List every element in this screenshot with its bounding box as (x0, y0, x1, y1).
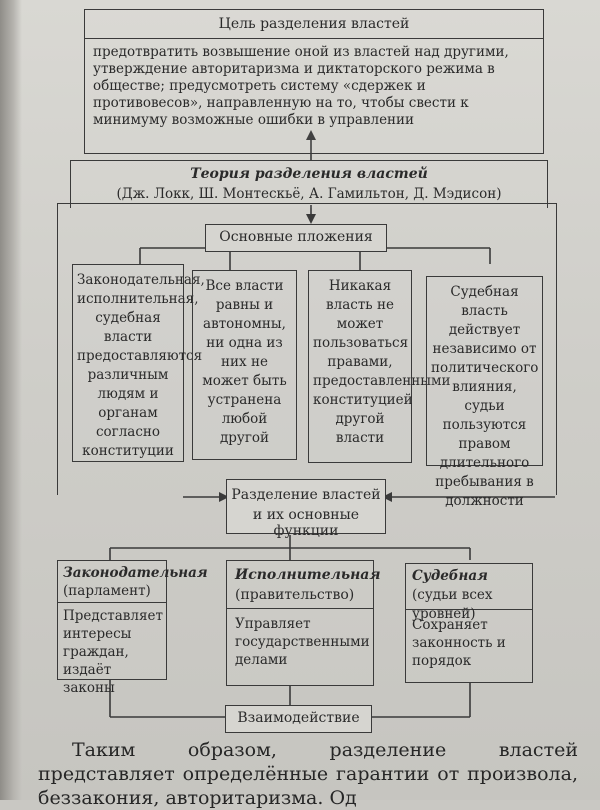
principles-header-box: Основные пложения (205, 224, 387, 252)
arrow-to-principles (306, 214, 316, 224)
theory-title: Теория разделения властей (190, 166, 428, 182)
branch-legislative-name: Законодательная (63, 565, 208, 581)
arrow-left-functions (219, 492, 229, 502)
interaction-label: Взаимодействие (237, 710, 360, 726)
theory-authors: (Дж. Локк, Ш. Монтескьё, А. Гамильтон, Д… (116, 186, 502, 202)
branch-executive-desc: Управляет государственными делами (235, 616, 370, 668)
principles-frame (57, 203, 557, 495)
branch-executive-name: Исполнительная (235, 567, 381, 583)
branch-judicial-sub: (судьи всех уровней) (412, 587, 493, 622)
goal-title: Цель разделения властей (85, 10, 543, 39)
footer-paragraph: Таким образом, разделение властей предст… (38, 739, 578, 809)
interaction-box: Взаимодействие (225, 705, 372, 733)
functions-title-line1: Разделение властей (231, 487, 381, 503)
functions-title-line2: и их основные функции (252, 507, 360, 539)
principle-item: Судебная власть действует независимо от … (426, 276, 543, 509)
branch-legislative-desc: Представляет интересы граждан, издаёт за… (63, 608, 163, 696)
goal-box: Цель разделения властей предотвратить во… (84, 9, 544, 154)
functions-box: Разделение властей и их основные функции (226, 479, 386, 539)
principle-item: Законодательная, исполнительная, судебна… (72, 264, 205, 462)
branch-judicial-name: Судебная (412, 568, 488, 584)
principle-item: Никакая власть не может пользоваться пра… (308, 270, 451, 463)
branch-judicial-box: Судебная (судьи всех уровней) Сохраняет … (405, 563, 533, 683)
principles-title: Основные пложения (219, 229, 373, 245)
branch-legislative-sub: (парламент) (63, 583, 151, 599)
principle-item: Все власти равны и автономны, ни одна из… (192, 270, 297, 460)
branch-judicial-desc: Сохраняет законность и порядок (412, 617, 506, 669)
arrow-to-goal (306, 130, 316, 140)
arrow-right-functions (382, 492, 392, 502)
goal-text: предотвратить возвышение оной из властей… (93, 44, 509, 128)
branch-executive-header: Исполнительная (правительство) (227, 561, 381, 609)
page-edge-shadow (0, 0, 22, 800)
branch-judicial-header: Судебная (судьи всех уровней) (406, 564, 532, 622)
branch-executive-sub: (правительство) (235, 587, 355, 603)
theory-box: Теория разделения властей (Дж. Локк, Ш. … (70, 160, 548, 208)
branch-executive-box: Исполнительная (правительство) Управляет… (226, 560, 381, 686)
branch-legislative-header: Законодательная (парламент) (58, 561, 208, 603)
branch-legislative-box: Законодательная (парламент) Представляет… (57, 560, 208, 696)
